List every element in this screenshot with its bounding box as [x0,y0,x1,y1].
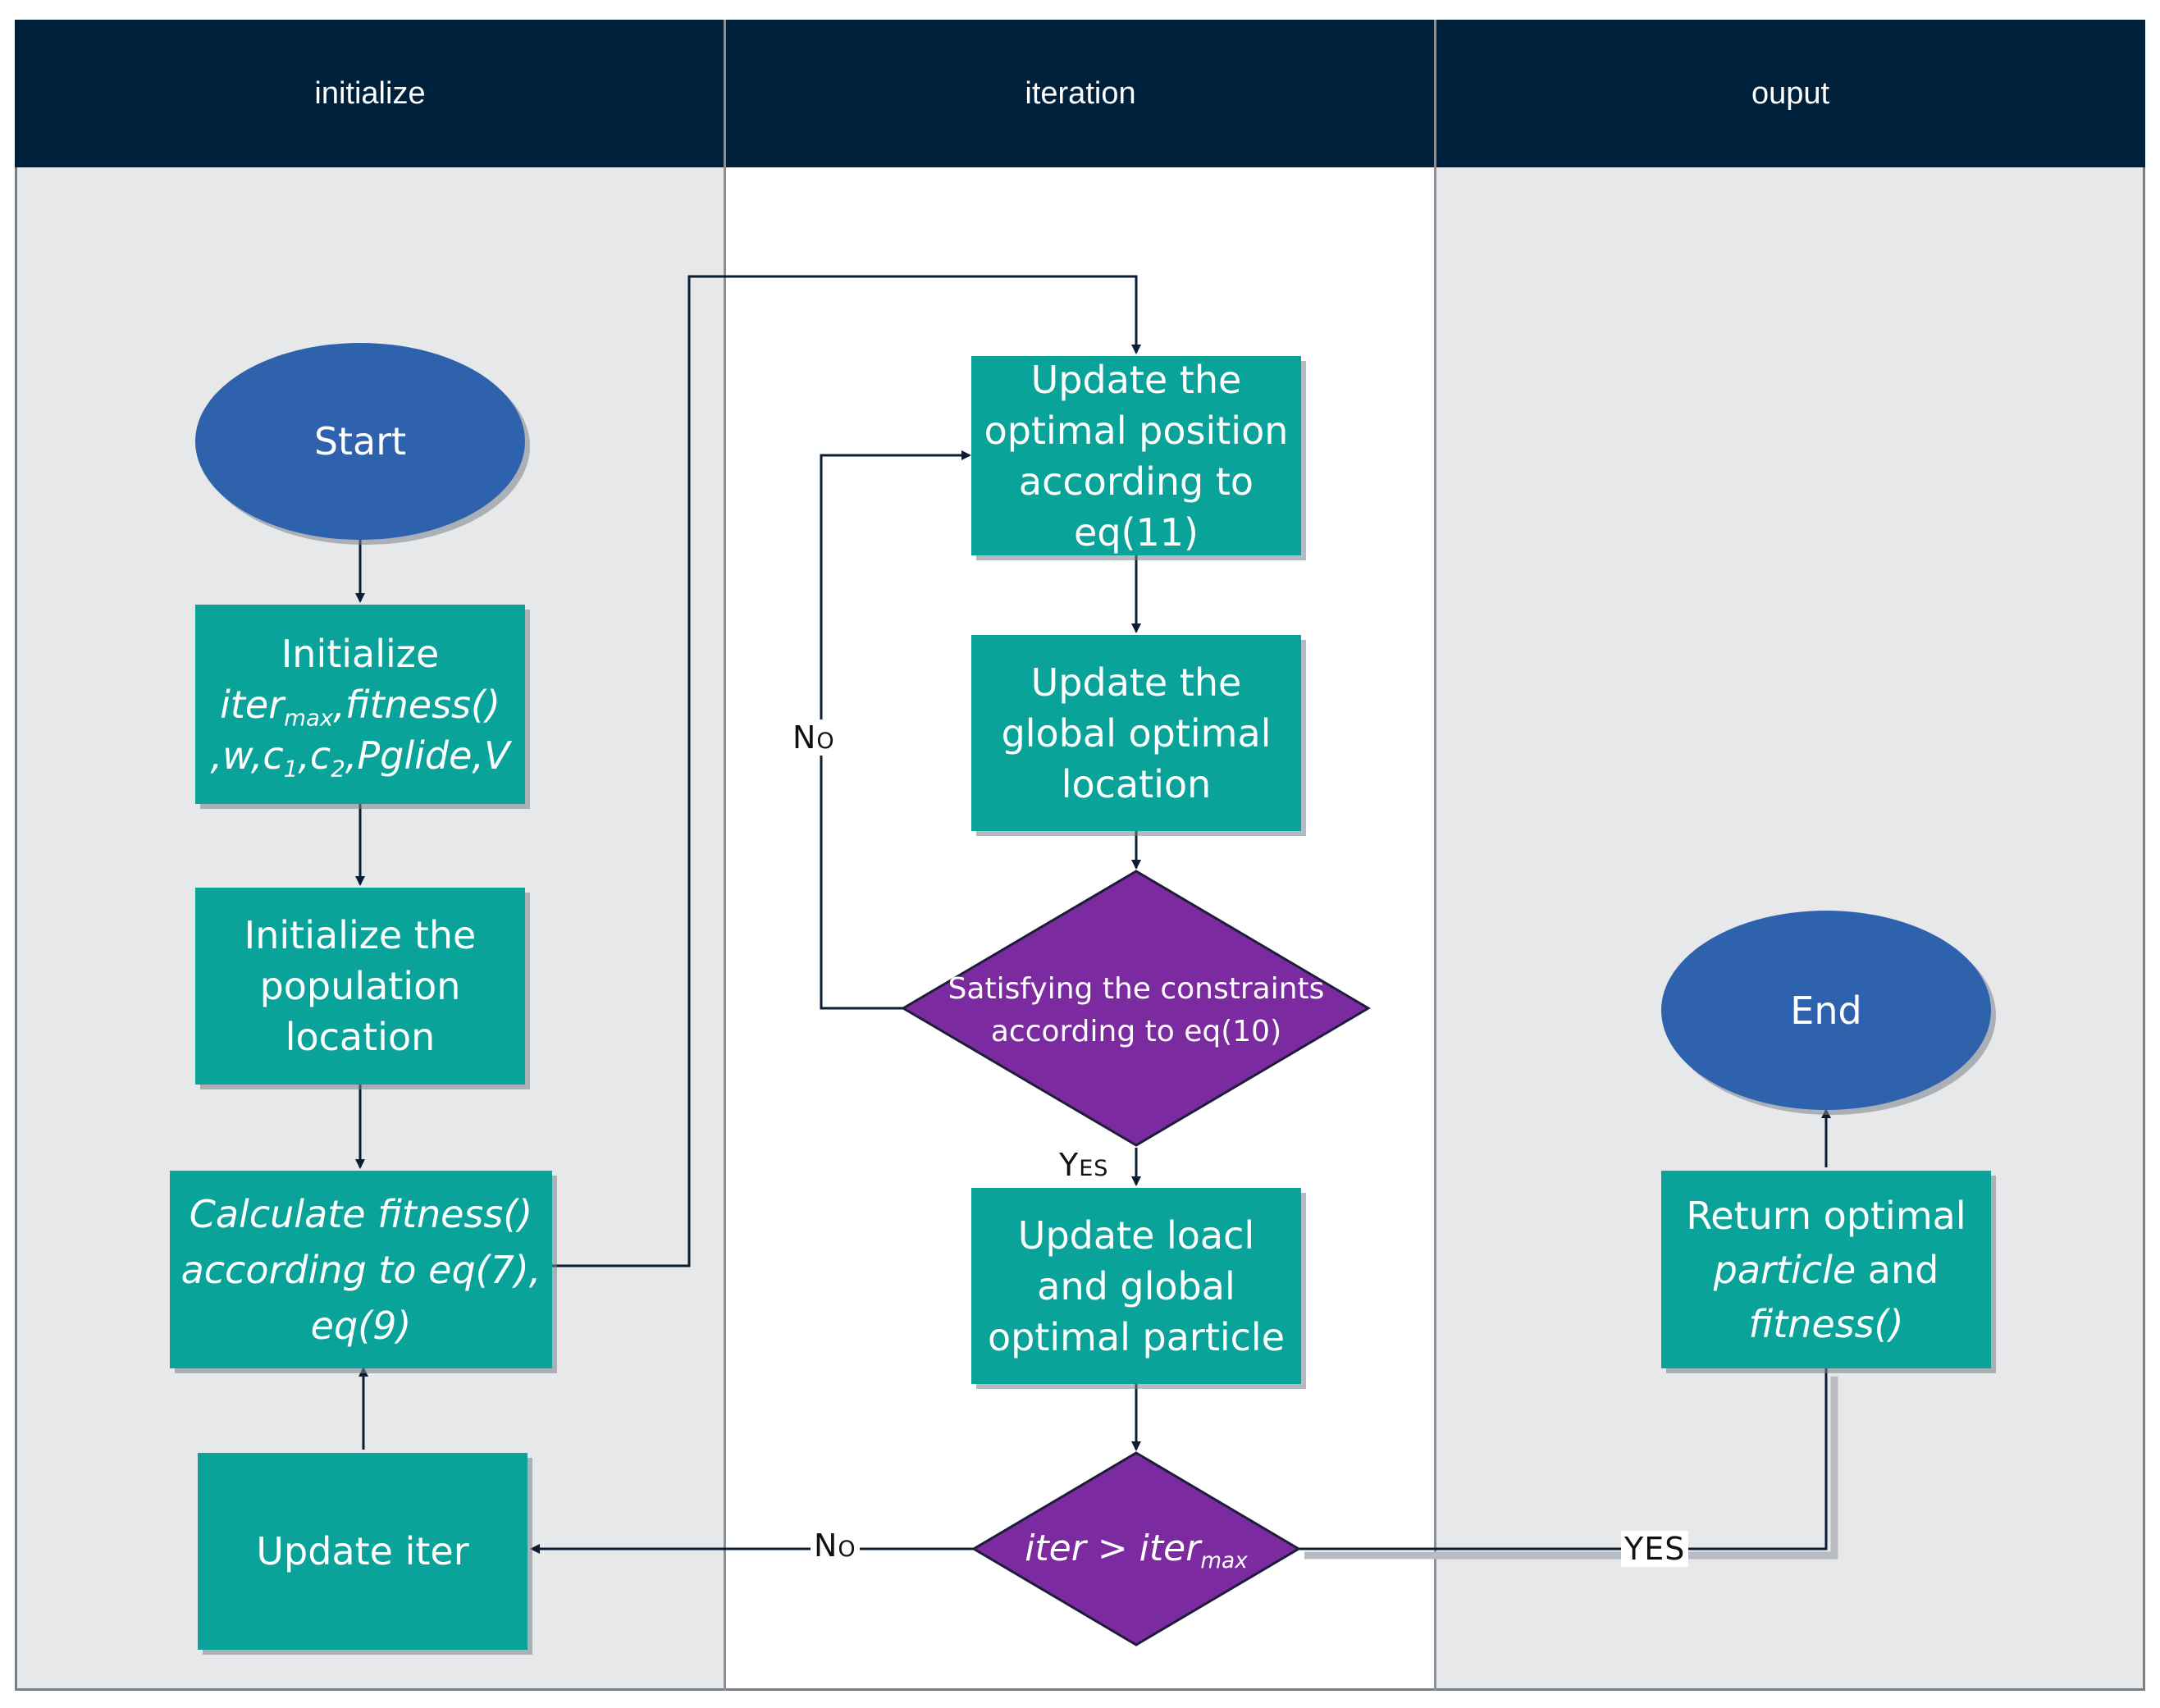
init-c1-sub: 1 [283,755,299,783]
decision-iter-shape [971,1451,1301,1646]
init-iter-text: iter [220,682,285,727]
return-line1: Return optimal [1686,1193,1966,1238]
iter-check-itermax: iter [1139,1528,1201,1569]
lane-title-iteration: iteration [1025,76,1136,111]
edge-calc-optimal [552,275,1141,1267]
calc-rest: according to eq(7), eq(9) [180,1247,541,1348]
update-global-location-label: Update the global optimal location [1001,660,1272,806]
init-w-text: ,w,c [210,733,284,778]
calc-prefix: Calculate [189,1191,378,1236]
iter-check-iter: iter [1025,1528,1086,1569]
initialize-population-box: Initialize the population location [195,888,525,1085]
calculate-fitness-box: Calculate fitness() according to eq(7), … [170,1171,552,1368]
initialize-parameters-box: Initialize itermax,fitness() ,w,c1,c2,Pg… [195,605,525,804]
edge-constraint-no [820,450,971,1010]
init-label-line1: Initialize [281,631,440,676]
lane-title-output: ouput [1751,76,1830,111]
init-c2-text: ,c [298,733,331,778]
init-rest-text: ,Pglide,V [345,733,510,778]
update-iter-label: Update iter [256,1529,469,1573]
update-optimal-position-label: Update the optimal position according to… [984,357,1289,555]
constraint-line1: Satisfying the constraints [948,972,1325,1006]
update-local-global-label: Update loacl and global optimal particle [987,1212,1285,1359]
start-terminal: Start [195,343,525,540]
return-optimal-box: Return optimal particle and fitness() [1661,1171,1991,1368]
init-max-sub: max [284,704,334,732]
iter-check-max-sub: max [1200,1548,1248,1574]
init-population-label: Initialize the population location [244,913,477,1059]
update-local-global-box: Update loacl and global optimal particle [971,1188,1301,1384]
update-global-location-box: Update the global optimal location [971,635,1301,831]
edge-label-iter-yes: YES [1621,1531,1689,1567]
swimlane-header [15,20,2145,167]
start-label: Start [313,419,407,464]
return-fitness: fitness() [1748,1301,1904,1346]
update-optimal-position-box: Update the optimal position according to… [971,356,1301,555]
edge-iter-yes [1299,1368,1828,1550]
edge-label-constraint-no: No [789,719,838,756]
lane-divider [1434,20,1436,1691]
init-c2-sub: 2 [331,755,345,783]
constraint-check-label: Satisfying the constraints according to … [927,968,1345,1053]
decision-constraint-shape [901,870,1371,1147]
init-fitness-text: ,fitness() [333,682,500,727]
lane-title-initialize: initialize [314,76,426,111]
return-and: and [1856,1247,1939,1292]
iter-check-label: iter > itermax [1009,1526,1263,1572]
constraint-line2: according to eq(10) [990,1015,1282,1048]
edge-label-iter-no: No [811,1528,860,1564]
iter-check-op: > [1085,1528,1139,1569]
update-iter-box: Update iter [198,1453,527,1650]
return-particle: particle [1713,1247,1856,1292]
lane-divider [724,20,726,1691]
calc-fitness-fn: fitness() [377,1191,533,1236]
end-terminal: End [1661,911,1991,1110]
end-label: End [1790,988,1862,1033]
edge-label-constraint-yes: Yes [1056,1147,1112,1183]
